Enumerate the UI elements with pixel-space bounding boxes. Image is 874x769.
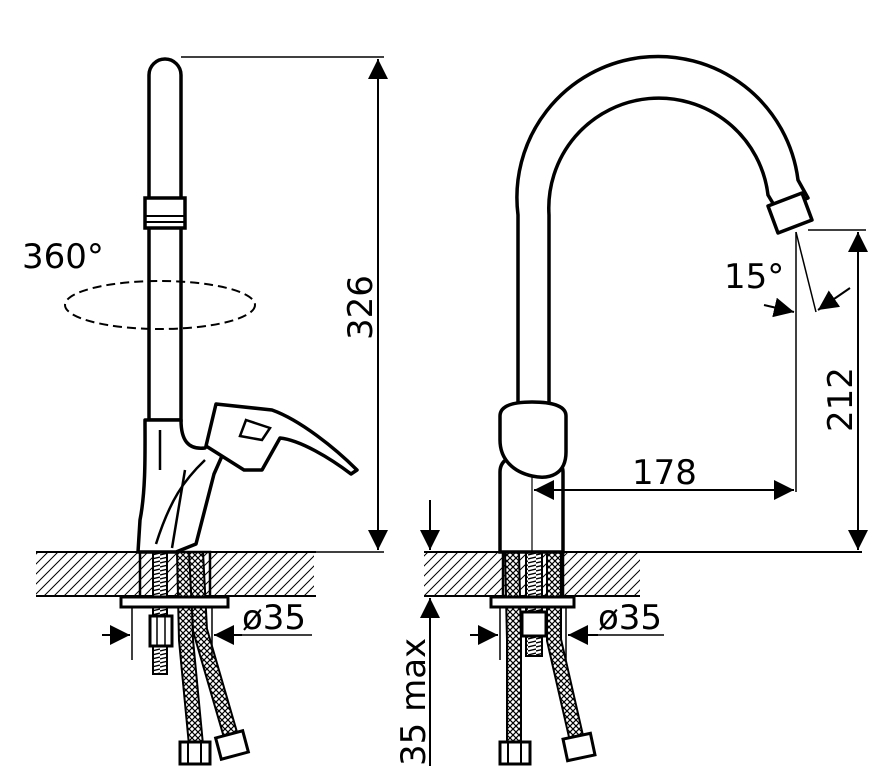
rotation-indicator bbox=[64, 280, 256, 330]
reach-dimension: 178 bbox=[534, 312, 797, 500]
right-view: 15° 212 178 35 max ø35 bbox=[394, 54, 868, 766]
height-label: 326 bbox=[341, 275, 381, 340]
height-dimension: 326 bbox=[181, 56, 388, 553]
angle-label: 15° bbox=[724, 257, 784, 297]
left-view: 360° 326 ø35 bbox=[22, 56, 388, 766]
reach-label: 178 bbox=[632, 453, 697, 493]
body-right bbox=[498, 400, 568, 554]
diameter-dimension-left: ø35 bbox=[102, 598, 312, 660]
thickness-dimension: 35 max bbox=[394, 500, 440, 766]
angle-dimension: 15° bbox=[724, 231, 851, 318]
countertop-left bbox=[36, 551, 316, 597]
spout-height-label: 212 bbox=[821, 367, 861, 432]
mounting-plate-right bbox=[489, 595, 576, 609]
diameter-label-right: ø35 bbox=[598, 598, 662, 638]
rotation-label: 360° bbox=[22, 237, 104, 277]
mounting-plate-left bbox=[119, 595, 230, 609]
thickness-label: 35 max bbox=[394, 638, 434, 766]
diameter-label-left: ø35 bbox=[242, 598, 306, 638]
spout-height-dimension: 212 bbox=[808, 229, 868, 550]
supply-hoses-right bbox=[498, 551, 597, 766]
lever-handle-left bbox=[204, 402, 359, 476]
supply-hoses-left bbox=[176, 551, 251, 766]
body-left bbox=[136, 418, 224, 554]
gooseneck-spout bbox=[515, 54, 814, 402]
spout-left bbox=[143, 57, 187, 422]
diameter-dimension-right: ø35 bbox=[470, 598, 664, 660]
countertop-right bbox=[424, 551, 862, 597]
